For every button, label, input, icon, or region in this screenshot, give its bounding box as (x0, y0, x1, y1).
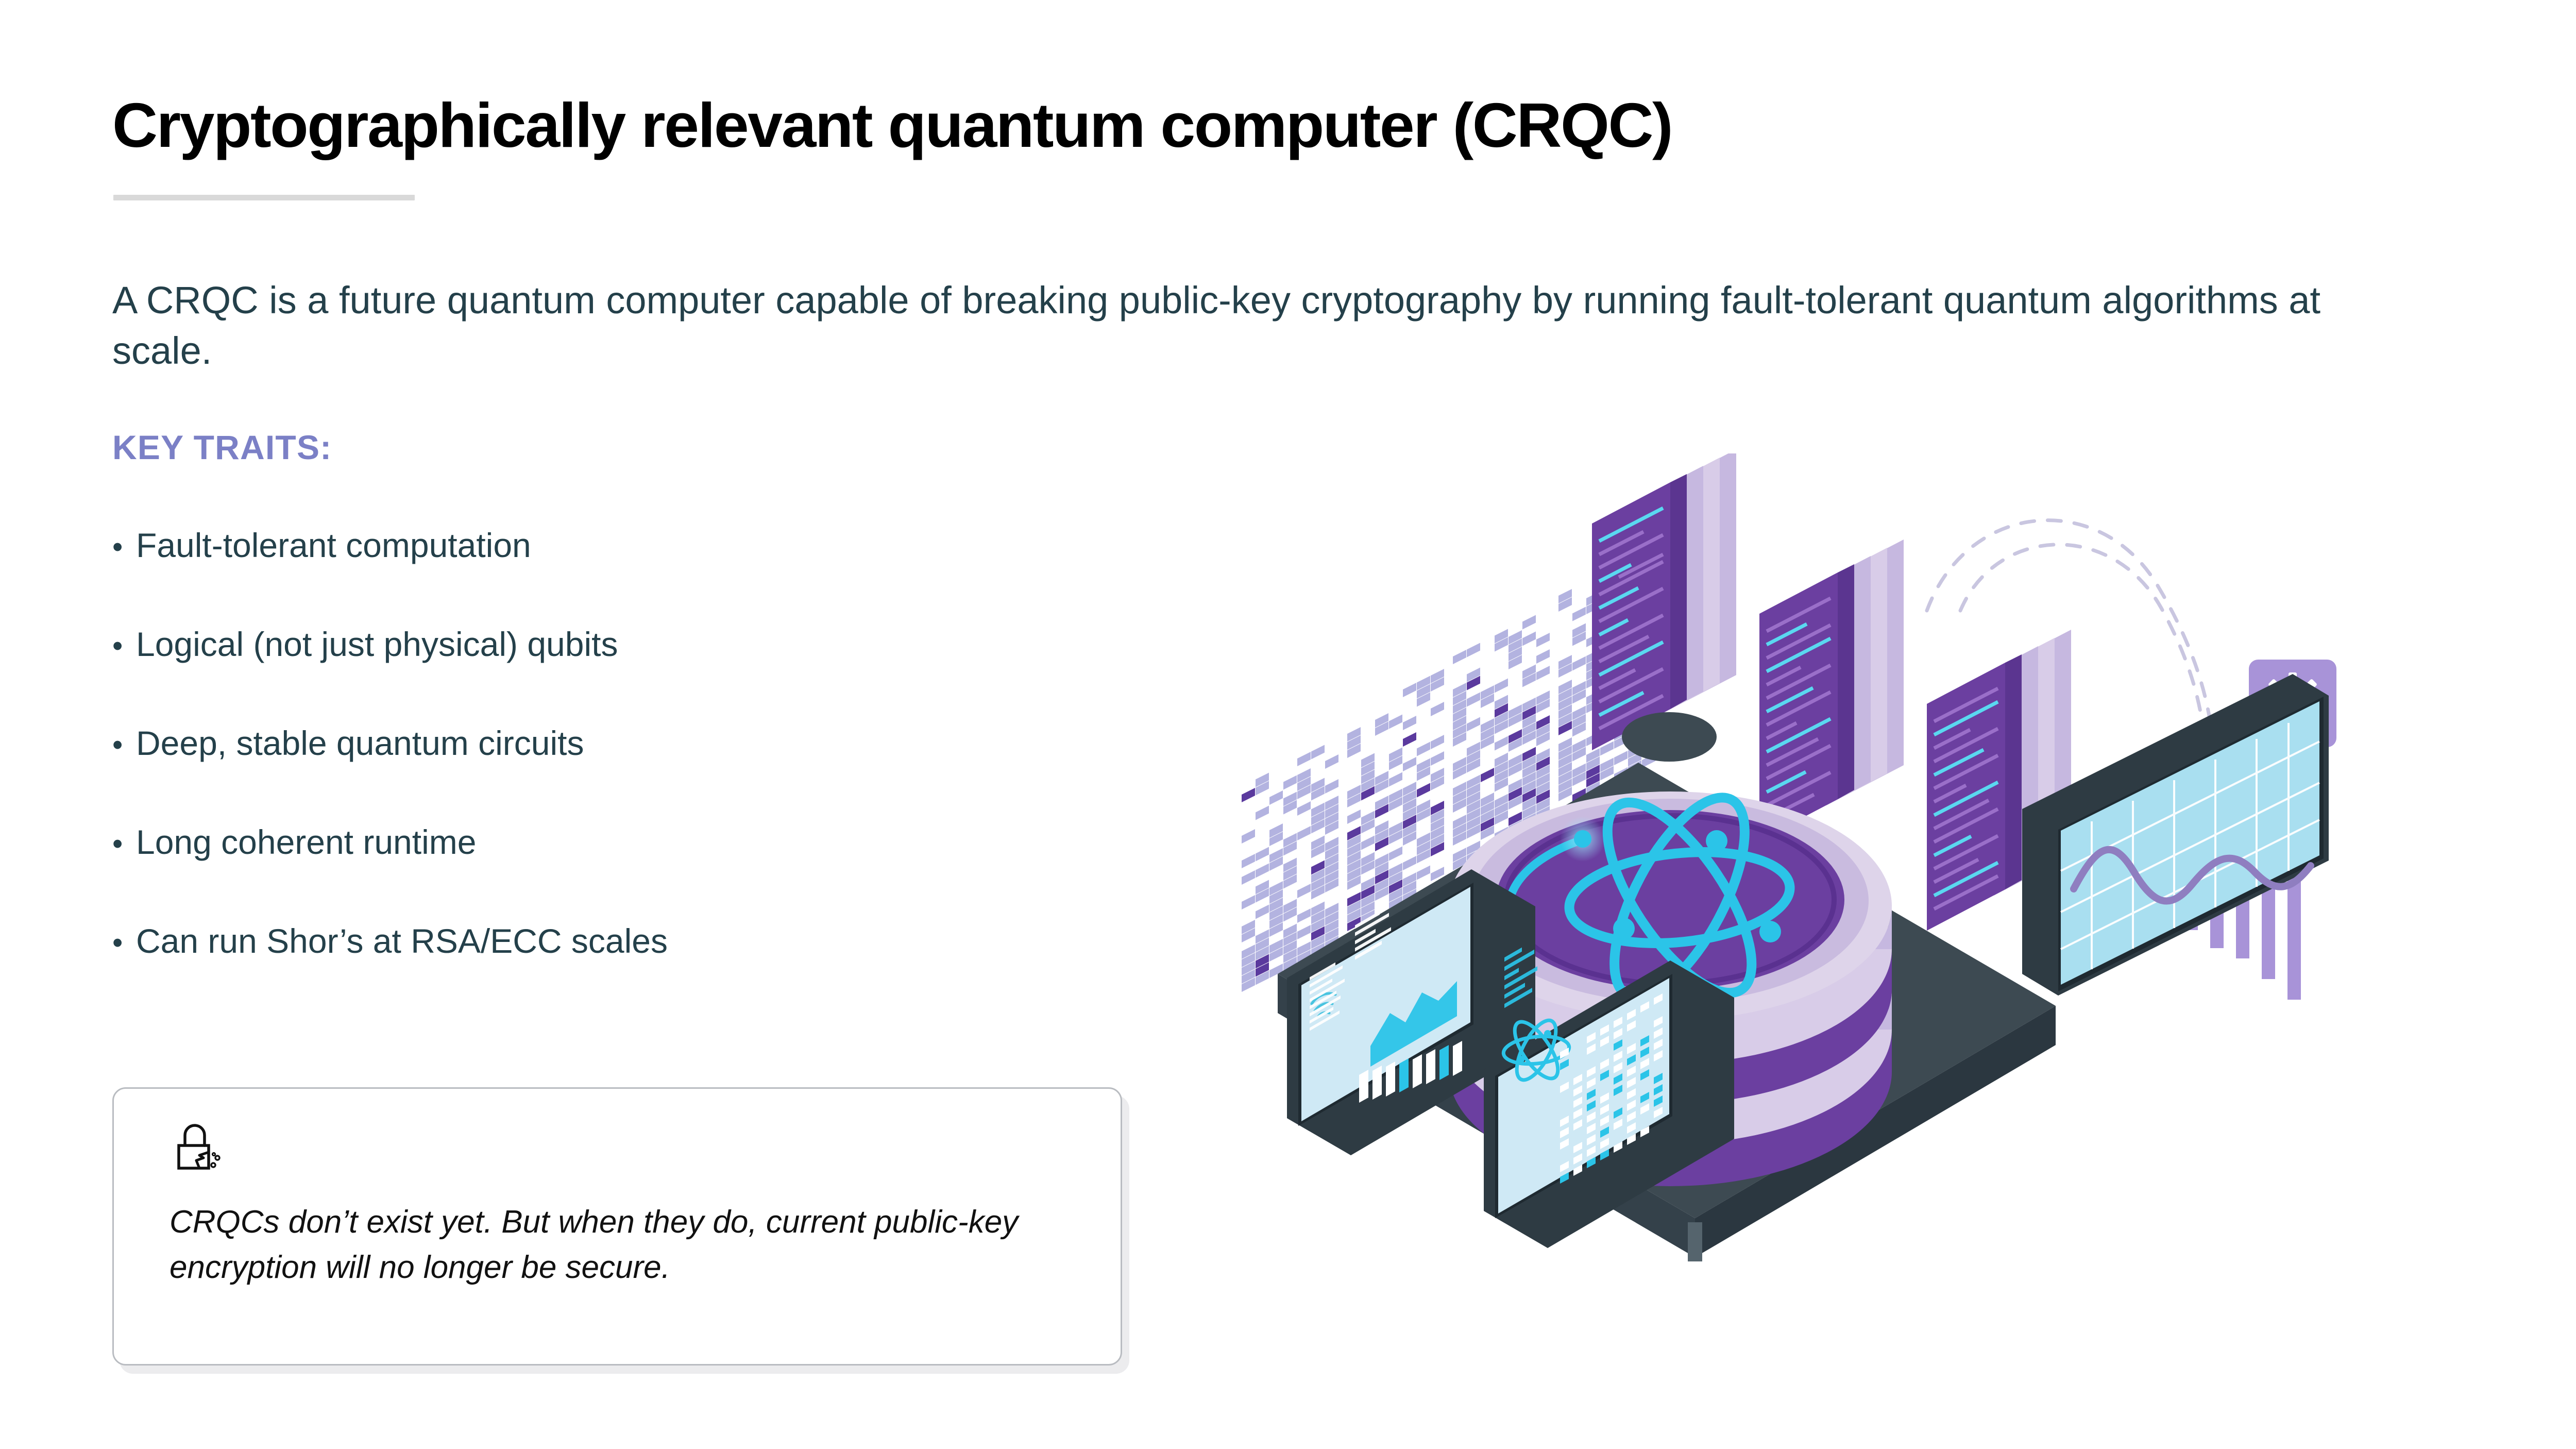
description-paragraph: A CRQC is a future quantum computer capa… (112, 279, 2321, 372)
list-item: • Logical (not just physical) qubits (112, 625, 1143, 723)
key-traits-heading: KEY TRAITS: (112, 428, 332, 466)
bullet-icon: • (112, 827, 123, 861)
title-divider (113, 195, 415, 200)
trait-label: Can run Shor’s at RSA/ECC scales (136, 922, 668, 960)
tablet-dashboard (1287, 869, 1535, 1155)
trait-label: Fault-tolerant computation (136, 526, 531, 564)
atom-symbol (1564, 793, 1795, 1003)
isometric-quantum-computer-illustration (1226, 453, 2473, 1381)
bullet-icon: • (112, 728, 123, 762)
tablet-qubit-grid (1484, 947, 1734, 1248)
server-rack-panels (1592, 453, 2071, 931)
trait-label: Deep, stable quantum circuits (136, 724, 584, 762)
callout-box: CRQCs don’t exist yet. But when they do,… (112, 1087, 1122, 1366)
list-item: • Deep, stable quantum circuits (112, 723, 1143, 822)
analytics-monitor (2022, 674, 2329, 996)
page-title: Cryptographically relevant quantum compu… (112, 90, 1673, 160)
list-item: • Can run Shor’s at RSA/ECC scales (112, 921, 1143, 1020)
trait-label: Logical (not just physical) qubits (136, 625, 618, 663)
bullet-icon: • (112, 926, 123, 959)
trait-label: Long coherent runtime (136, 823, 477, 861)
list-item: • Long coherent runtime (112, 822, 1143, 921)
broken-padlock-icon (170, 1120, 226, 1176)
bullet-icon: • (112, 629, 123, 663)
key-traits-list: • Fault-tolerant computation • Logical (… (112, 526, 1143, 1020)
callout-text: CRQCs don’t exist yet. But when they do,… (170, 1204, 1019, 1286)
bullet-icon: • (112, 530, 123, 564)
list-item: • Fault-tolerant computation (112, 526, 1143, 625)
